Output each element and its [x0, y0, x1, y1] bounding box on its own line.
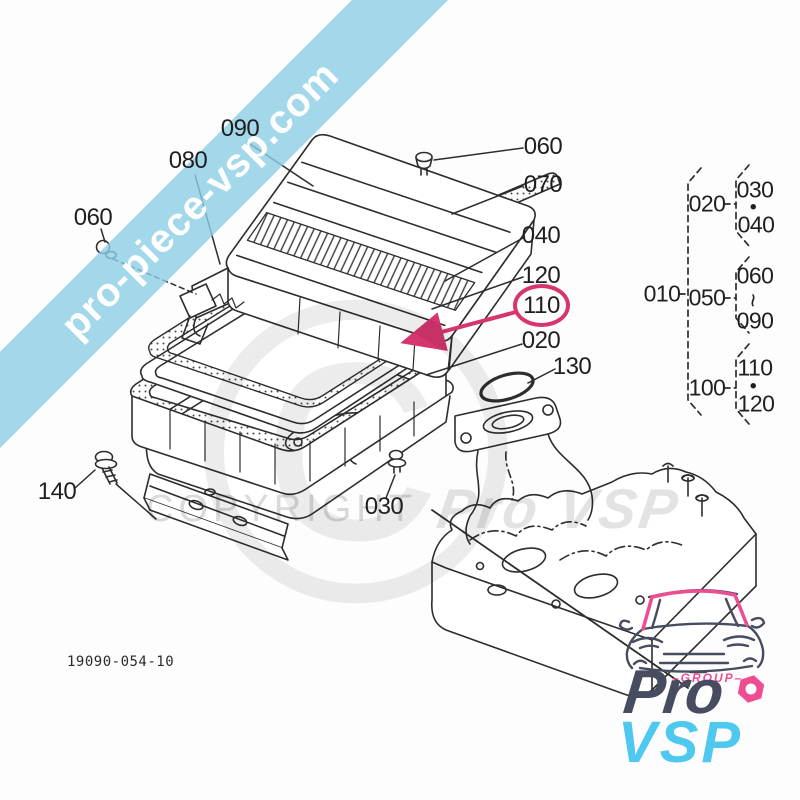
o-ring-130 — [479, 371, 535, 403]
drawing-number: 19090-054-10 — [67, 654, 175, 670]
hierarchy-item-110: 110 — [737, 354, 773, 381]
hierarchy-brackets — [678, 164, 750, 425]
callout-030: 030 — [364, 493, 404, 520]
hierarchy-item-060: 060 — [736, 262, 774, 289]
hierarchy-item-100: 100 — [688, 374, 726, 401]
callout-060-left: 060 — [73, 204, 113, 231]
hierarchy-item-120: 120 — [737, 390, 775, 417]
hierarchy-dot-separator: • — [749, 196, 757, 219]
hierarchy-item-050: 050 — [688, 284, 726, 311]
hierarchy-item-040: 040 — [737, 211, 775, 238]
callout-040: 040 — [521, 222, 561, 249]
hierarchy-item-090: 090 — [736, 307, 774, 334]
callout-070: 070 — [523, 171, 563, 198]
callout-130: 130 — [552, 353, 592, 380]
highlighted-callout-110: 110 — [513, 284, 570, 327]
callout-110: 110 — [523, 291, 560, 319]
callout-140: 140 — [37, 478, 77, 505]
hierarchy-item-030: 030 — [736, 176, 774, 203]
hierarchy-dot-separator-2: • — [749, 375, 757, 398]
callout-080: 080 — [168, 147, 208, 174]
hierarchy-item-010: 010 — [643, 280, 681, 307]
hierarchy-item-020: 020 — [688, 190, 726, 217]
callout-020: 020 — [521, 327, 561, 354]
callout-060-right: 060 — [523, 133, 563, 160]
mounting-bracket-drawing — [143, 473, 289, 561]
hierarchy-range-separator: ~ — [739, 293, 766, 307]
callout-090: 090 — [220, 115, 260, 142]
engine-block-drawing — [430, 371, 757, 698]
